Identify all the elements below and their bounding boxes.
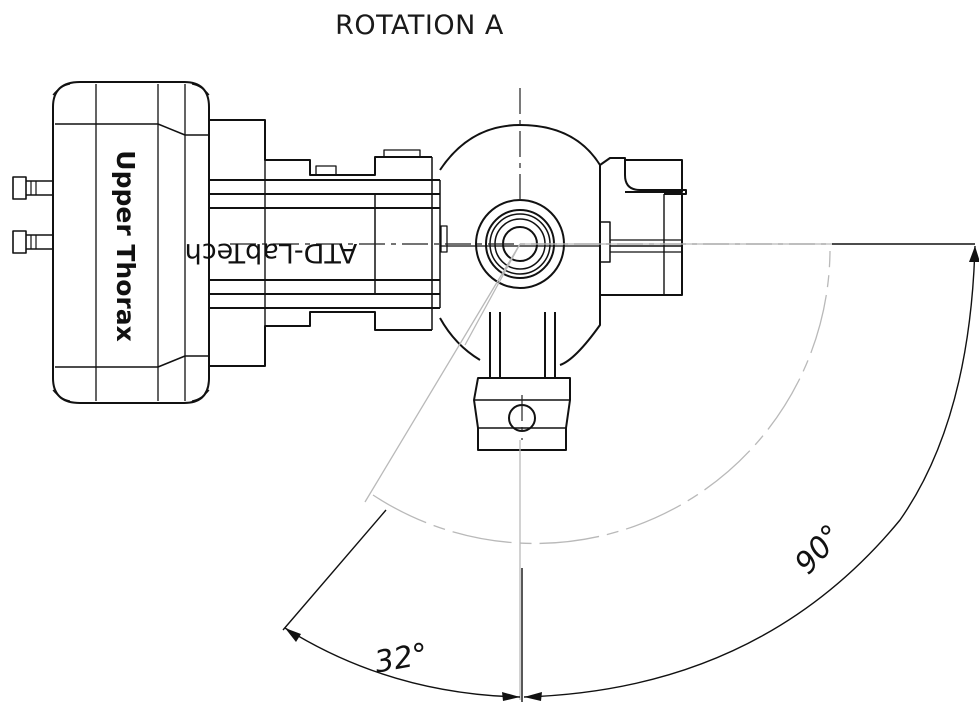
atd-labtech-label: ATD-LabTech: [185, 237, 358, 268]
side-knob-top: [12, 176, 53, 200]
dimension-arrows: [285, 246, 979, 701]
upper-thorax-label: Upper Thorax: [111, 150, 140, 341]
rotation-reference: [364, 243, 833, 700]
dimension-lines: [282, 243, 976, 702]
joint-housing: [439, 124, 611, 366]
right-clamp: [599, 157, 687, 296]
upper-thorax-block: [52, 81, 210, 404]
centerlines: [230, 88, 830, 440]
connector-neck: [209, 119, 448, 367]
view-title: ROTATION A: [335, 10, 504, 41]
angle-32-label: 32°: [372, 637, 430, 681]
side-knob-bottom: [12, 230, 53, 254]
angle-90-label: 90°: [788, 518, 850, 581]
